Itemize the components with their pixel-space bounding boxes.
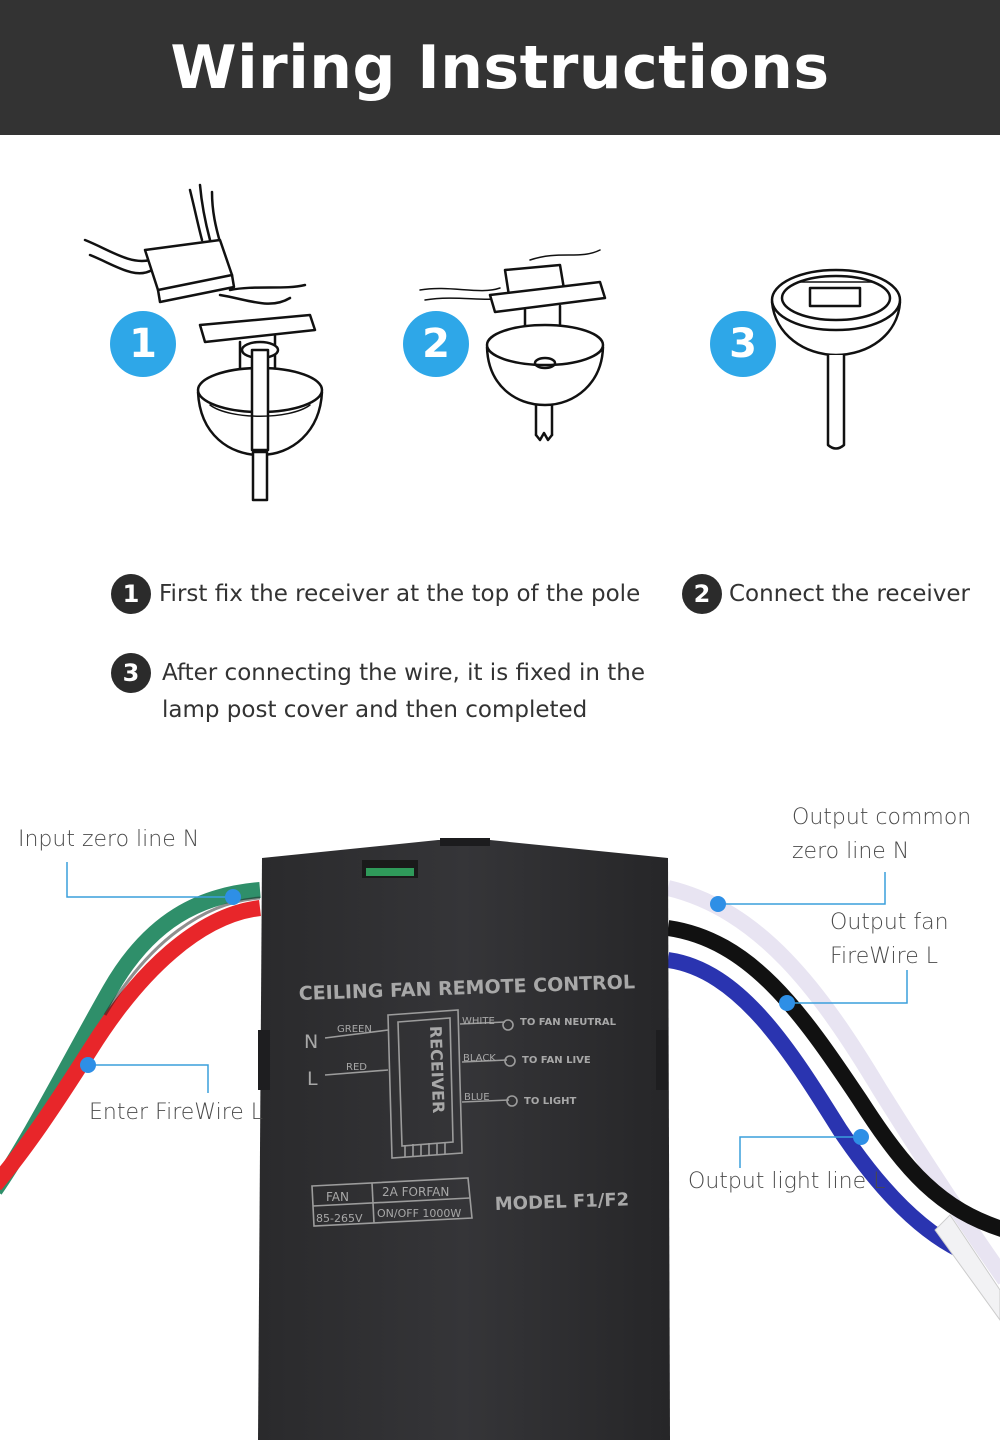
- input-zero-marker: [225, 889, 241, 905]
- enter-fire-callout: Enter FireWire L: [89, 1100, 264, 1125]
- step-3-badge: 3: [710, 311, 776, 377]
- output-fan-marker: [779, 995, 795, 1011]
- step-1-badge: 1: [110, 311, 176, 377]
- terminal-green-label: GREEN: [337, 1024, 372, 1035]
- terminal-l-label: L: [307, 1068, 318, 1090]
- caption-3-line-2: lamp post cover and then completed: [162, 697, 588, 723]
- caption-1-text: First fix the receiver at the top of the…: [159, 581, 641, 607]
- spec-voltage: 85-265V: [316, 1212, 363, 1225]
- caption-1-number: 1: [111, 574, 151, 614]
- caption-3-number: 3: [111, 653, 151, 693]
- spec-power: ON/OFF 1000W: [377, 1207, 461, 1220]
- output-light-callout: Output light line L: [688, 1169, 886, 1194]
- output-common-marker: [710, 896, 726, 912]
- light-label: TO LIGHT: [524, 1096, 576, 1107]
- fan-canopy-mount-drawing: [83, 183, 324, 502]
- terminal-blue-label: BLUE: [464, 1092, 490, 1103]
- blue-wire: [666, 952, 964, 1258]
- step-2-illustration: [400, 170, 640, 460]
- caption-2-number: 2: [682, 574, 722, 614]
- fan-neutral-label: TO FAN NEUTRAL: [520, 1017, 617, 1028]
- output-common-callout-line-1: Output common: [792, 805, 972, 830]
- terminal-black-label: BLACK: [463, 1053, 496, 1064]
- step-1-illustration: [70, 170, 350, 510]
- output-light-marker: [853, 1129, 869, 1145]
- fan-live-label: TO FAN LIVE: [522, 1055, 591, 1066]
- receiver-body: [258, 840, 670, 1440]
- step-2-badge: 2: [403, 311, 469, 377]
- input-zero-callout: Input zero line N: [18, 827, 200, 852]
- output-fan-callout-line-1: Output fan: [830, 910, 949, 935]
- black-wire: [666, 920, 1000, 1237]
- caption-2-text: Connect the receiver: [729, 581, 970, 607]
- spec-fan: FAN: [326, 1190, 349, 1204]
- output-common-callout-line-2: zero line N: [792, 839, 910, 864]
- step-3-illustration: [760, 170, 920, 460]
- closed-canopy-drawing: [770, 268, 902, 450]
- receiver-label: RECEIVER: [426, 1025, 448, 1113]
- green-wire: [0, 882, 261, 1195]
- page-header: Wiring Instructions: [0, 0, 1000, 135]
- white-wire: [666, 880, 1000, 1285]
- receiver-in-canopy-drawing: [419, 249, 607, 442]
- receiver-photo: CEILING FAN REMOTE CONTROL N L GREEN RED…: [0, 838, 1000, 1440]
- model-label: MODEL F1/F2: [494, 1189, 629, 1215]
- enter-fire-marker: [80, 1057, 96, 1073]
- caption-3-line-1: After connecting the wire, it is fixed i…: [162, 660, 645, 686]
- terminal-white-label: WHITE: [462, 1016, 495, 1027]
- spec-current: 2A FORFAN: [382, 1185, 449, 1199]
- terminal-red-label: RED: [346, 1062, 367, 1073]
- page-title: Wiring Instructions: [170, 32, 830, 103]
- red-wire: [0, 900, 262, 1191]
- output-fan-callout-line-2: FireWire L: [830, 944, 938, 969]
- terminal-n-label: N: [304, 1031, 318, 1053]
